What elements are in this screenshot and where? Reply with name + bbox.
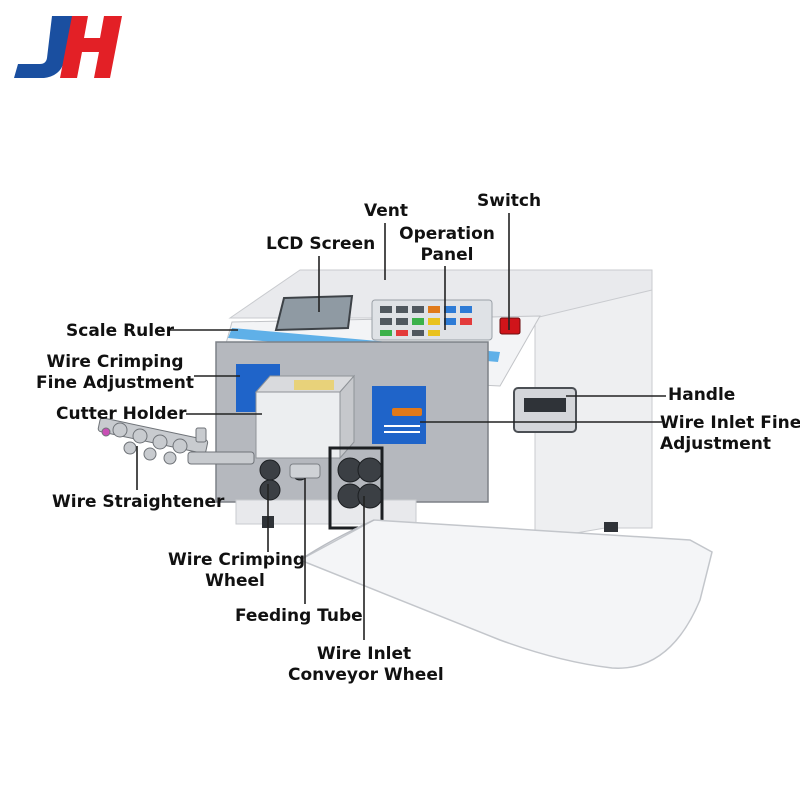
lcd-screen [274,294,354,332]
label-wire-crimping-wheel: Wire Crimping Wheel [168,550,306,592]
straightener [97,417,255,465]
brand-logo [14,16,122,78]
label-switch: Switch [477,191,542,211]
label-cutter-holder: Cutter Holder [56,404,187,424]
keypad [371,299,493,341]
label-wire-inlet-conveyor-wheel-line-1: Wire Inlet [316,644,412,664]
feeding-tube-shape [289,463,321,479]
label-feeding-tube: Feeding Tube [235,606,363,626]
label-wire-inlet-fine-adjustment: Wire Inlet Fine Adjustment [660,413,800,455]
label-operation-panel: Operation Panel [398,224,496,266]
label-wire-crimping-wheel-line-1: Wire Crimping [168,550,306,570]
label-wire-crimping-fine-adjustment-line-1: Wire Crimping [46,352,184,372]
machine [97,269,653,541]
output-tray [298,519,713,669]
label-wire-crimping-fine-adjustment: Wire Crimping Fine Adjustment [36,352,194,394]
label-wire-inlet-conveyor-wheel-line-2: Conveyor Wheel [288,665,444,685]
label-wire-crimping-wheel-line-2: Wheel [205,571,265,591]
label-scale-ruler: Scale Ruler [66,321,175,341]
label-wire-inlet-fine-adjustment-line-1: Wire Inlet Fine [660,413,800,433]
label-vent: Vent [364,201,408,221]
power-switch [499,317,521,335]
label-wire-straightener: Wire Straightener [52,492,225,512]
label-operation-panel-line-1: Operation [399,224,495,244]
logo-j-shape [14,16,74,78]
leader-lines [136,213,666,640]
label-wire-inlet-fine-adjustment-line-2: Adjustment [660,434,771,454]
label-operation-panel-line-2: Panel [420,245,474,265]
machine-right-side [534,289,653,541]
label-handle: Handle [668,385,736,405]
logo-h-shape [60,16,122,78]
label-lcd-screen: LCD Screen [266,234,376,254]
label-wire-inlet-conveyor-wheel: Wire Inlet Conveyor Wheel [288,644,444,686]
label-wire-crimping-fine-adjustment-line-2: Fine Adjustment [36,373,194,393]
